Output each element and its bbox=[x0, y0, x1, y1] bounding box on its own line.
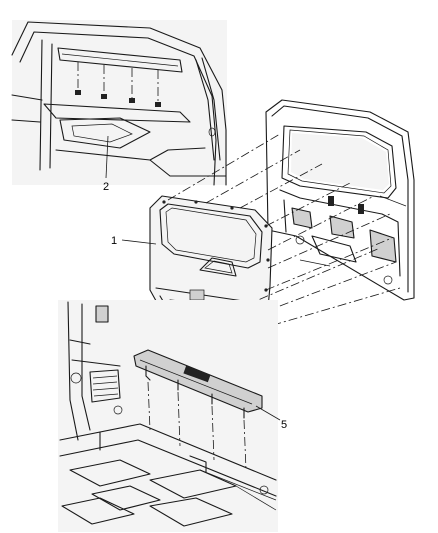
alignment-lines bbox=[167, 133, 401, 331]
view-liftgate-inner bbox=[265, 99, 415, 301]
leader-5 bbox=[255, 405, 281, 421]
clip-markers bbox=[75, 90, 161, 107]
plate-clips bbox=[145, 365, 245, 419]
floor-drop-lines bbox=[147, 381, 247, 471]
view-headliner-clips bbox=[11, 20, 227, 186]
view-cargo-floor bbox=[58, 300, 278, 532]
callout-1: 1 bbox=[111, 235, 117, 247]
callout-2: 2 bbox=[103, 181, 109, 193]
speaker-grille-lines bbox=[92, 375, 119, 397]
callout-5: 5 bbox=[281, 419, 287, 431]
clip-drop-lines bbox=[77, 62, 159, 104]
leader-1 bbox=[121, 239, 157, 245]
